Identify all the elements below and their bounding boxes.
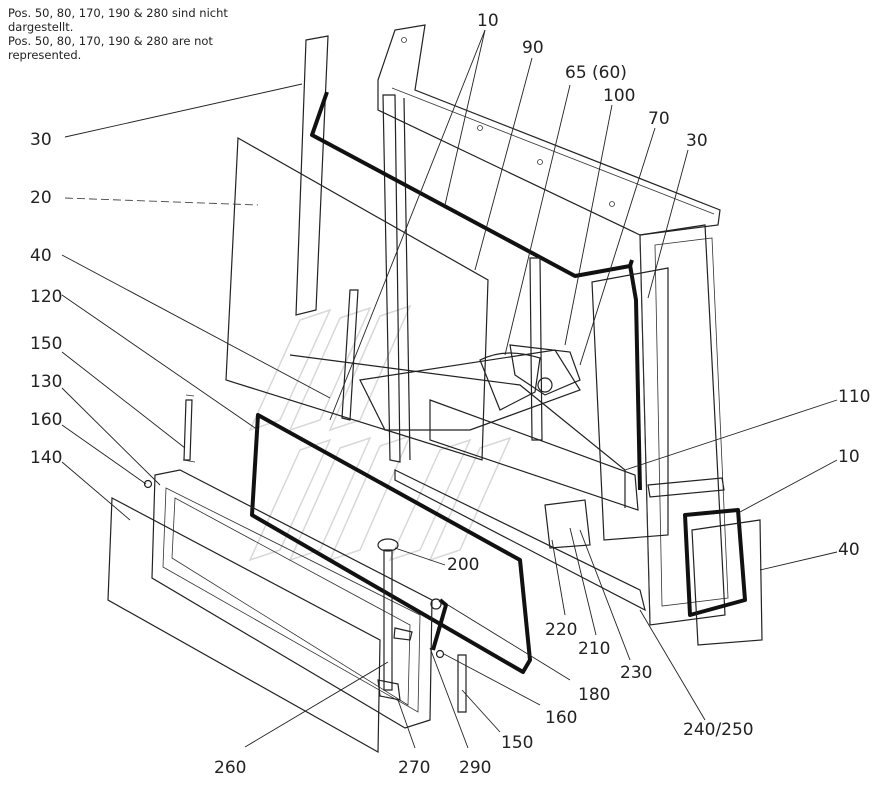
note-line-en-1: Pos. 50, 80, 170, 190 & 280 are not [8,34,213,48]
watermark [248,304,512,562]
callout-160-bottom: 160 [545,708,577,728]
callout-90: 90 [522,38,544,58]
fastener-160 [143,479,153,489]
wiper-assembly [289,257,626,508]
callout-220: 220 [545,620,577,640]
callout-290: 290 [459,758,491,778]
callout-40-left: 40 [30,246,52,266]
lower-glass-pane [107,497,381,754]
leader-lines [61,29,838,749]
callout-240-250: 240/250 [683,720,754,740]
callout-70: 70 [648,109,670,129]
callout-20: 20 [30,188,52,208]
callout-10-top: 10 [477,11,499,31]
note-line-de-1: Pos. 50, 80, 170, 190 & 280 sind nicht [8,6,228,20]
callout-130: 130 [30,372,62,392]
callout-160-left: 160 [30,410,62,430]
callout-230: 230 [620,663,652,683]
callout-labels: 10 90 65 (60) 100 70 30 30 20 40 120 150… [30,11,870,778]
upper-windscreen [225,35,669,541]
spring-290 [431,598,448,651]
callout-270: 270 [398,758,430,778]
lower-window-seal [250,413,532,674]
gas-strut-150-lower [435,649,467,713]
cab-frame [377,24,729,626]
callout-30-left: 30 [30,130,52,150]
side-glass-30 [591,267,669,541]
callout-150-left: 150 [30,334,62,354]
callout-40-right: 40 [838,540,860,560]
upper-glass-30 [295,35,329,316]
callout-180: 180 [578,685,610,705]
callout-210: 210 [578,639,610,659]
callout-10-right: 10 [838,447,860,467]
prop-rod-assembly [377,538,448,701]
note-line-en-2: represented. [8,48,82,62]
note-line-de-2: dargestellt. [8,20,74,34]
callout-150-bottom: 150 [501,733,533,753]
callout-200: 200 [447,555,479,575]
right-side-window [683,508,763,646]
lower-window-frame [151,469,433,729]
seal-profile [310,91,634,278]
seal-profile-side [628,264,642,491]
callout-100: 100 [603,86,635,106]
callout-140: 140 [30,448,62,468]
callout-110: 110 [838,387,870,407]
callout-30-right: 30 [686,131,708,151]
callout-260: 260 [214,758,246,778]
callout-65-60: 65 (60) [565,63,627,83]
not-represented-note: Pos. 50, 80, 170, 190 & 280 sind nicht d… [8,6,228,62]
gas-strut-150 [182,394,196,463]
callout-120: 120 [30,287,62,307]
lower-rail [429,399,639,549]
